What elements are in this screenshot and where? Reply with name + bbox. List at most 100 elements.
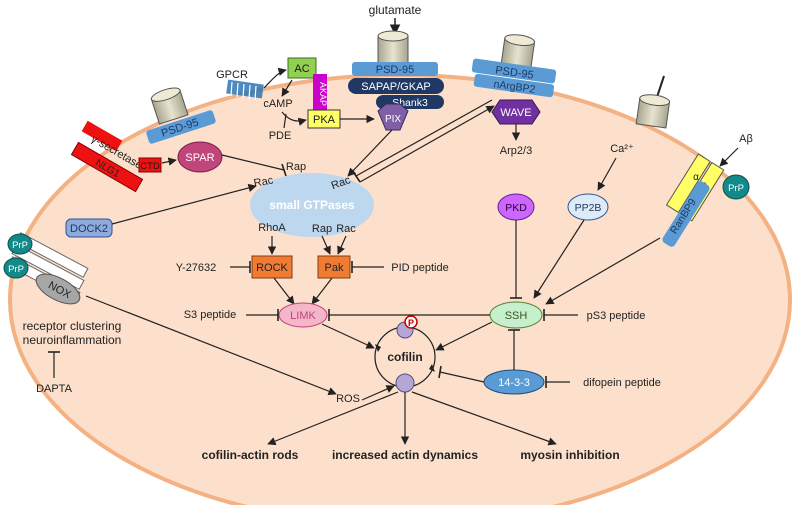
nox-oval: [35, 273, 81, 305]
gpcr-to-ac-arrow: [263, 67, 287, 89]
prp-left2-label: PrP: [8, 264, 24, 275]
p1433-inhibits-cofilin-bar: [438, 365, 442, 379]
rac-left-label: Rac: [253, 174, 275, 189]
pkd-label: PKD: [505, 202, 527, 214]
rods-label: cofilin-actin rods: [202, 448, 299, 462]
akap-box: [313, 74, 327, 114]
ranbp-bar: [662, 181, 710, 247]
cofilin-to-rods-arrow: [267, 391, 399, 446]
sapap-box: [348, 78, 444, 94]
alpha-label: α: [693, 172, 699, 183]
right-receptor-icon: [500, 34, 536, 69]
dynamics-label: increased actin dynamics: [332, 448, 478, 462]
ac-to-camp-arrow: [281, 79, 293, 97]
akap-label: AKAP: [318, 82, 328, 106]
rap-mid-label: Rap: [312, 223, 332, 235]
pka-label: PKA: [313, 114, 336, 126]
cofilin-label: cofilin: [387, 350, 422, 364]
rac-mid-label: Rac: [336, 223, 356, 235]
rap-to-pak-arrow: [321, 235, 331, 255]
pp2b-oval: [567, 193, 609, 221]
narg-inhibits-rac: [355, 99, 493, 177]
psd95-right-label: PSD-95: [495, 64, 535, 81]
rock-label: ROCK: [256, 262, 288, 274]
pix-hexagon: [377, 103, 409, 131]
ctd-box: [138, 157, 162, 173]
left-receptor-icon: [150, 87, 189, 125]
psd95-mid-bar: [352, 62, 438, 76]
limk-label: LIMK: [290, 310, 316, 322]
wave-label: WAVE: [500, 107, 531, 119]
small-gtpases-cloud: [250, 173, 374, 237]
camp-to-pka-arrow: [281, 111, 307, 126]
spar-inhibits-rap-bar: [281, 163, 287, 177]
rhoa-label: RhoA: [258, 222, 286, 234]
prp-left2-oval: [3, 257, 29, 279]
difopein-label: difopein peptide: [583, 377, 661, 389]
psd95-mid-label: PSD-95: [376, 64, 415, 76]
glutamate-label: glutamate: [369, 3, 422, 17]
nmda-receptor-icon: [377, 30, 409, 65]
p1433-label: 14-3-3: [498, 377, 530, 389]
phosphate-label: P: [408, 318, 414, 328]
narg-bar: [473, 73, 555, 98]
phosphate-icon: [404, 315, 418, 329]
ca-label: Ca²⁺: [610, 143, 634, 155]
nlg1-strip: [70, 141, 144, 193]
dapta-label: DAPTA: [36, 383, 73, 395]
small-gtpases-label: small GTPases: [269, 198, 355, 212]
pak-box: [317, 255, 351, 279]
psd95-left-bar: [146, 110, 216, 144]
cofilin-cycle-arrowhead-right: [429, 364, 435, 372]
pix-to-rac-arrow: [347, 129, 393, 177]
pak-to-limk-arrow: [311, 277, 333, 305]
dock2-box: [65, 218, 113, 238]
pp2b-to-ssh-arrow: [533, 219, 585, 299]
ctd-to-spar-arrow: [161, 157, 177, 166]
spar-inhibits-rap: [221, 154, 285, 171]
spar-label: SPAR: [185, 152, 214, 164]
cofilin-dot: [395, 373, 415, 393]
pix-label: PIX: [385, 114, 401, 125]
s3-label: S3 peptide: [184, 309, 237, 321]
receptor-clustering-label: receptor clustering: [23, 319, 122, 333]
pp2b-label: PP2B: [575, 202, 602, 214]
pid-label: PID peptide: [391, 262, 448, 274]
cofilin-to-myosin-arrow: [411, 391, 557, 446]
ros-to-cofilin-arrow: [361, 385, 395, 401]
nox-to-ros-arrow: [85, 295, 337, 396]
rap-top-label: Rap: [286, 161, 306, 173]
y27632-label: Y-27632: [176, 262, 217, 274]
rock-to-limk-arrow: [273, 277, 295, 305]
spar-oval: [177, 141, 223, 173]
narg-inhibits-rac-bar: [351, 169, 361, 183]
prp-right-oval: [722, 174, 750, 200]
pde-inhibits-camp: [283, 113, 287, 129]
cell-body: [8, 73, 792, 505]
myosin-label: myosin inhibition: [520, 448, 619, 462]
p1433-inhibits-cofilin: [439, 371, 485, 383]
neuroinflammation-label: neuroinflammation: [23, 333, 122, 347]
pak-label: Pak: [325, 262, 344, 274]
camp-label: cAMP: [263, 98, 292, 110]
gpcr-coil-icon: [226, 79, 264, 101]
ssh-label: SSH: [505, 310, 528, 322]
cofilin-cycle-arrowhead-left: [375, 344, 381, 352]
psd95-right-bar: [471, 58, 557, 84]
pde-label: PDE: [269, 130, 292, 142]
ros-label: ROS: [336, 393, 360, 405]
ps3-label: pS3 peptide: [587, 310, 646, 322]
ca-to-pp2b-arrow: [597, 157, 617, 191]
wave-hexagon: [491, 99, 541, 125]
ion-channel-icon: [635, 94, 671, 129]
gpcr-label: GPCR: [216, 69, 248, 81]
ssh-to-cofilin-arrow: [435, 321, 493, 351]
ac-box: [287, 57, 317, 79]
prp-left1-label: PrP: [12, 240, 28, 251]
ranbp-to-ssh-arrow: [545, 237, 661, 305]
ctd-label: CTD: [140, 161, 160, 172]
rock-box: [251, 255, 293, 279]
sapap-label: SAPAP/GKAP: [361, 81, 431, 93]
dock2-label: DOCK2: [70, 223, 108, 235]
